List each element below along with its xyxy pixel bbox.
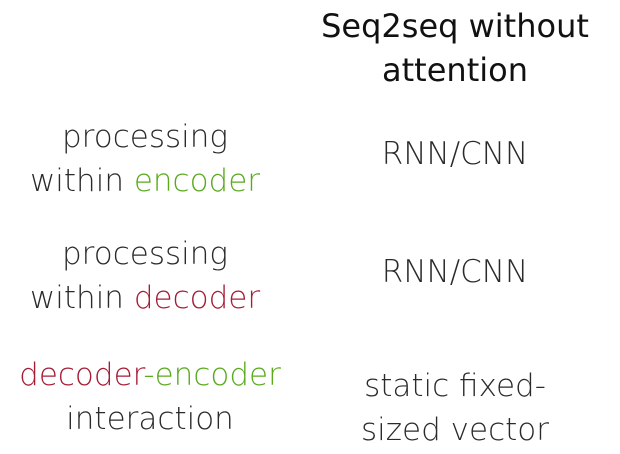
row-label-line2: interaction xyxy=(66,401,234,437)
row-label-prefix: within xyxy=(29,280,134,316)
hyphen: - xyxy=(143,357,155,393)
decoder-keyword: decoder xyxy=(133,280,261,316)
row-label-line1: decoder-encoder xyxy=(0,353,300,397)
row-label-line1: processing xyxy=(62,119,228,155)
row-value-encoder: RNN/CNN xyxy=(300,132,610,176)
row-label-line1: processing xyxy=(62,236,228,272)
decoder-keyword: decoder xyxy=(19,357,144,393)
column-header-line1: Seq2seq without xyxy=(321,7,589,45)
row-value-interaction: static fixed- sized vector xyxy=(300,364,610,452)
encoder-keyword: encoder xyxy=(133,163,261,199)
row-label-interaction: decoder-encoder interaction xyxy=(0,353,300,441)
row-value-line2: sized vector xyxy=(361,412,549,448)
row-label-decoder: processing within decoder xyxy=(0,232,290,320)
row-value-line1: static fixed- xyxy=(364,368,546,404)
row-label-prefix: within xyxy=(29,163,134,199)
row-value-decoder: RNN/CNN xyxy=(300,250,610,294)
row-label-line2: within decoder xyxy=(0,276,290,320)
column-header: Seq2seq without attention xyxy=(300,4,610,92)
column-header-line2: attention xyxy=(382,51,528,89)
row-value-text: RNN/CNN xyxy=(381,136,529,172)
row-label-line2: within encoder xyxy=(0,159,290,203)
row-label-encoder: processing within encoder xyxy=(0,115,290,203)
encoder-keyword: encoder xyxy=(154,357,281,393)
row-value-text: RNN/CNN xyxy=(381,254,529,290)
